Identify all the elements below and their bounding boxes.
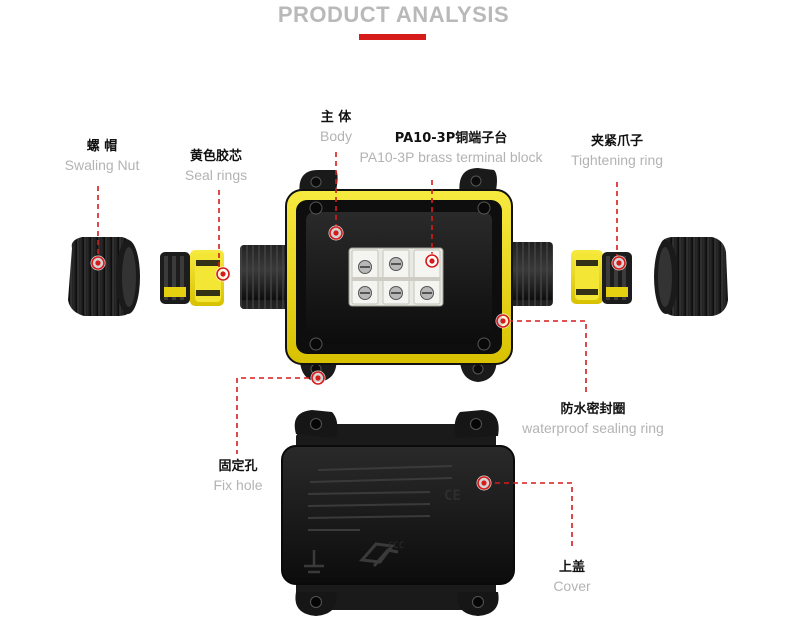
label-body-en: Body bbox=[320, 128, 352, 144]
label-fix-hole: 固定孔 Fix hole bbox=[196, 458, 280, 494]
label-swaling-nut: 螺 帽 Swaling Nut bbox=[52, 138, 152, 174]
label-cover-cn: 上盖 bbox=[558, 560, 585, 575]
label-tightening-ring: 夹紧爪子 Tightening ring bbox=[559, 133, 675, 169]
marker-tightening-ring bbox=[611, 255, 627, 271]
target-markers bbox=[90, 225, 627, 491]
label-tightening-ring-en: Tightening ring bbox=[570, 152, 664, 168]
right-threaded-port bbox=[505, 242, 553, 306]
title-underline bbox=[359, 34, 426, 40]
marker-seal-rings bbox=[215, 266, 231, 282]
label-terminal-block-cn: PA10-3P铜端子台 bbox=[394, 131, 508, 146]
marker-cover bbox=[476, 475, 492, 491]
left-swaling-nut bbox=[68, 237, 140, 316]
page-title: PRODUCT ANALYSIS bbox=[277, 2, 510, 27]
leader-fix-hole bbox=[236, 377, 318, 454]
ce-mark: CE bbox=[444, 488, 461, 504]
marker-terminal-block bbox=[424, 253, 440, 269]
label-sealing-ring: 防水密封圈 waterproof sealing ring bbox=[508, 401, 678, 437]
left-seal-ring bbox=[160, 250, 224, 306]
terminal-block bbox=[348, 247, 444, 307]
label-tightening-ring-cn: 夹紧爪子 bbox=[590, 134, 643, 149]
marker-body bbox=[328, 225, 344, 241]
cover-lid bbox=[281, 410, 515, 616]
leader-lines bbox=[97, 152, 618, 546]
label-sealing-ring-en: waterproof sealing ring bbox=[522, 420, 664, 436]
label-swaling-nut-cn: 螺 帽 bbox=[86, 139, 118, 154]
right-swaling-nut bbox=[654, 237, 728, 316]
embossed-markings bbox=[307, 465, 453, 531]
label-swaling-nut-en: Swaling Nut bbox=[64, 157, 140, 173]
label-sealing-ring-cn: 防水密封圈 bbox=[560, 402, 626, 417]
label-seal-rings: 黄色胶芯 Seal rings bbox=[166, 148, 266, 184]
marker-swaling-nut bbox=[90, 255, 106, 271]
ccc-mark-icon bbox=[358, 542, 399, 567]
junction-box-body bbox=[285, 168, 513, 382]
ccc-mark-text: CCC bbox=[388, 541, 405, 551]
marker-fix-hole bbox=[310, 370, 326, 386]
label-cover: 上盖 Cover bbox=[540, 559, 604, 595]
leader-sealing-ring bbox=[508, 320, 587, 396]
label-terminal-block: PA10-3P铜端子台 PA10-3P brass terminal block bbox=[346, 130, 556, 166]
label-body-cn: 主 体 bbox=[320, 110, 352, 125]
label-seal-rings-cn: 黄色胶芯 bbox=[189, 149, 242, 164]
left-threaded-port bbox=[240, 245, 290, 309]
label-seal-rings-en: Seal rings bbox=[184, 167, 248, 183]
label-fix-hole-cn: 固定孔 bbox=[218, 459, 258, 474]
leader-cover bbox=[486, 482, 573, 546]
label-terminal-block-en: PA10-3P brass terminal block bbox=[359, 149, 543, 165]
label-cover-en: Cover bbox=[553, 578, 591, 594]
marker-sealing-ring bbox=[495, 313, 511, 329]
ground-symbol-icon bbox=[304, 550, 324, 574]
label-fix-hole-en: Fix hole bbox=[213, 477, 263, 493]
label-body: 主 体 Body bbox=[296, 109, 376, 145]
